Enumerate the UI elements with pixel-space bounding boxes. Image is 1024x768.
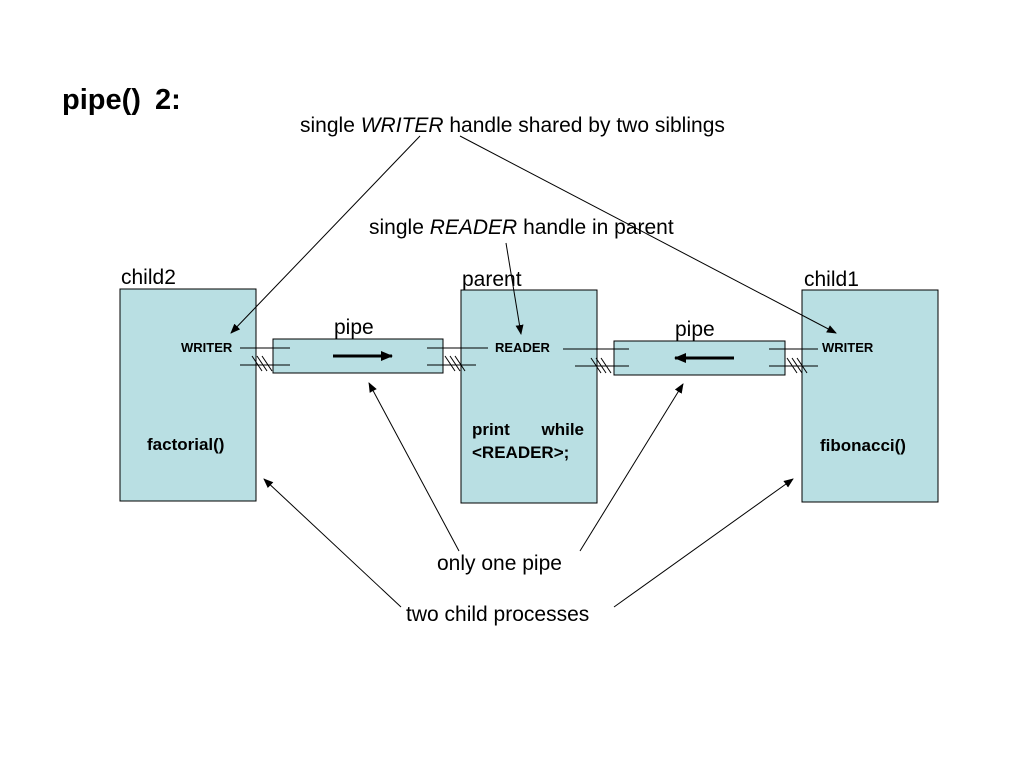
writer-note-arrow-to-child2 <box>230 135 421 334</box>
right-pipe-label: pipe <box>675 318 715 341</box>
parent-box <box>460 289 598 504</box>
child2-label: child2 <box>121 266 176 289</box>
child2-writer-handle: WRITER <box>181 340 233 355</box>
pipe-note: only one pipe <box>437 552 562 575</box>
child2-function: factorial() <box>147 435 225 454</box>
title-text: pipe() <box>62 84 141 116</box>
parent-label: parent <box>462 268 522 291</box>
child2-box <box>119 288 257 502</box>
slide-title: pipe() 2: <box>62 86 181 115</box>
children-note-arrow-right <box>613 478 794 608</box>
child1-writer-handle: WRITER <box>822 340 874 355</box>
parent-body: print while <READER>; <box>472 418 584 464</box>
parent-body-print: print <box>472 420 510 439</box>
pipe-note-arrow-left <box>368 382 460 552</box>
children-note-arrow-left <box>263 478 402 608</box>
child1-function: fibonacci() <box>820 436 906 455</box>
writer-note: single WRITER handle shared by two sibli… <box>300 114 725 137</box>
parent-body-while: while <box>541 420 584 439</box>
pipe-note-arrow-right <box>579 383 684 552</box>
parent-body-reader: <READER>; <box>472 443 570 462</box>
parent-reader-handle: READER <box>495 340 550 355</box>
child1-label: child1 <box>804 268 859 291</box>
children-note: two child processes <box>406 603 590 626</box>
pipe-connectors <box>240 347 818 374</box>
reader-note-arrow <box>505 242 524 335</box>
title-number: 2: <box>154 84 181 116</box>
writer-note-arrow-to-child1 <box>459 135 837 334</box>
reader-note: single READER handle in parent <box>369 216 674 239</box>
left-pipe-label: pipe <box>334 316 374 339</box>
child1-box <box>801 289 939 503</box>
